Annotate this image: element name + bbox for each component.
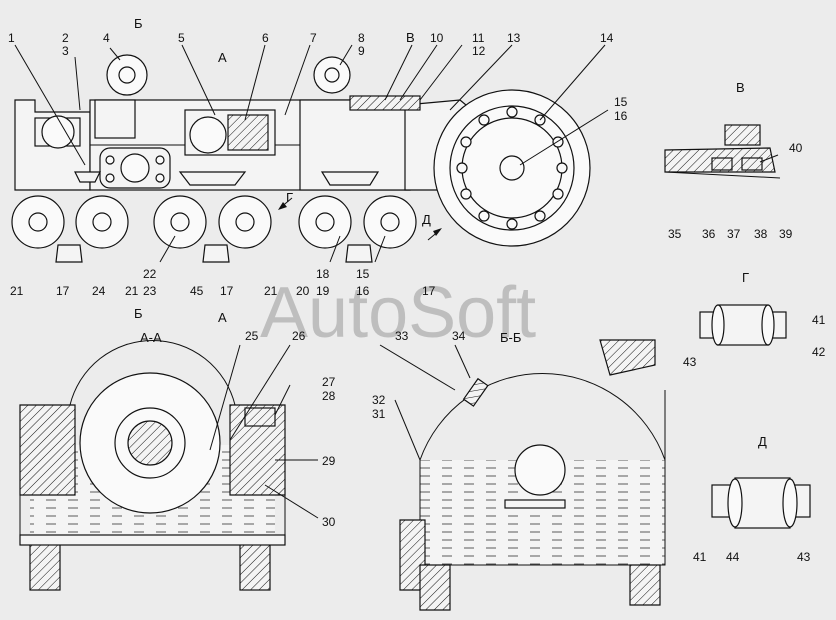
- callout-3: 3: [62, 44, 69, 58]
- callout-9: 9: [358, 44, 365, 58]
- section-title-bb: Б-Б: [500, 330, 521, 345]
- callout-5: 5: [178, 31, 185, 45]
- section-bb-view: [399, 339, 666, 611]
- idler-wheel: [433, 89, 591, 247]
- callout-15b: 15: [356, 267, 370, 281]
- callout-22: 22: [143, 267, 157, 281]
- left-clamp-bore: [41, 115, 75, 149]
- callout-labels: 1 2 3 4 5 6 7 8 9 10 11 12 13 14 15 16 2…: [8, 31, 826, 564]
- cut-marker-a-bottom: А: [218, 310, 227, 325]
- callout-10: 10: [430, 31, 444, 45]
- view-d-detail: [711, 477, 811, 529]
- callout-36: 36: [702, 227, 716, 241]
- callout-17b: 17: [220, 284, 234, 298]
- callout-41b: 41: [693, 550, 707, 564]
- callout-40: 40: [789, 141, 803, 155]
- callout-21b: 21: [125, 284, 139, 298]
- cut-marker-g-side: Г: [286, 190, 293, 205]
- section-title-aa: А-А: [140, 330, 162, 345]
- callout-14: 14: [600, 31, 614, 45]
- callout-15: 15: [614, 95, 628, 109]
- callout-13: 13: [507, 31, 521, 45]
- callout-21a: 21: [10, 284, 24, 298]
- callout-11: 11: [472, 31, 485, 45]
- callout-30: 30: [322, 515, 336, 529]
- callout-19: 19: [316, 284, 330, 298]
- callout-42: 42: [812, 345, 826, 359]
- callout-27: 27: [322, 375, 336, 389]
- section-title-g: Г: [742, 270, 749, 285]
- callout-8: 8: [358, 31, 365, 45]
- callout-44: 44: [726, 550, 740, 564]
- callout-29: 29: [322, 454, 336, 468]
- callout-25: 25: [245, 329, 259, 343]
- callout-23: 23: [143, 284, 157, 298]
- upper-roller-bracket: [94, 99, 136, 139]
- callout-26: 26: [292, 329, 306, 343]
- callout-43a: 43: [683, 355, 697, 369]
- leader-lines: [14, 44, 779, 519]
- cut-marker-v-top: В: [406, 30, 415, 45]
- callout-35: 35: [668, 227, 682, 241]
- callout-28: 28: [322, 389, 336, 403]
- callout-17a: 17: [56, 284, 70, 298]
- callout-32: 32: [372, 393, 386, 407]
- callout-41a: 41: [812, 313, 826, 327]
- callout-21c: 21: [264, 284, 278, 298]
- view-g-detail: [699, 304, 787, 346]
- callout-37: 37: [727, 227, 741, 241]
- callout-12: 12: [472, 44, 486, 58]
- section-title-v: В: [736, 80, 745, 95]
- road-wheels: [11, 195, 417, 249]
- callout-31: 31: [372, 407, 386, 421]
- section-title-d: Д: [758, 434, 767, 449]
- cut-marker-b-top: Б: [134, 16, 143, 31]
- callout-6: 6: [262, 31, 269, 45]
- callout-43b: 43: [797, 550, 811, 564]
- cut-marker-b-bottom: Б: [134, 306, 143, 321]
- callout-16b: 16: [356, 284, 370, 298]
- callout-20: 20: [296, 284, 310, 298]
- callout-45: 45: [190, 284, 204, 298]
- callout-24: 24: [92, 284, 106, 298]
- callout-39: 39: [779, 227, 793, 241]
- callout-38: 38: [754, 227, 768, 241]
- watermark-text: AutoSoft: [260, 273, 536, 353]
- callout-17c: 17: [422, 284, 436, 298]
- callout-16: 16: [614, 109, 628, 123]
- cut-marker-a-top: А: [218, 50, 227, 65]
- callout-33: 33: [395, 329, 409, 343]
- callout-18: 18: [316, 267, 330, 281]
- main-side-view: [11, 54, 591, 263]
- section-aa-view: [19, 339, 286, 591]
- callout-2: 2: [62, 31, 69, 45]
- callout-7: 7: [310, 31, 317, 45]
- callout-4: 4: [103, 31, 110, 45]
- callout-34: 34: [452, 329, 466, 343]
- callout-1: 1: [8, 31, 15, 45]
- cut-marker-d-side: Д: [422, 212, 431, 227]
- view-v-detail: [664, 124, 781, 179]
